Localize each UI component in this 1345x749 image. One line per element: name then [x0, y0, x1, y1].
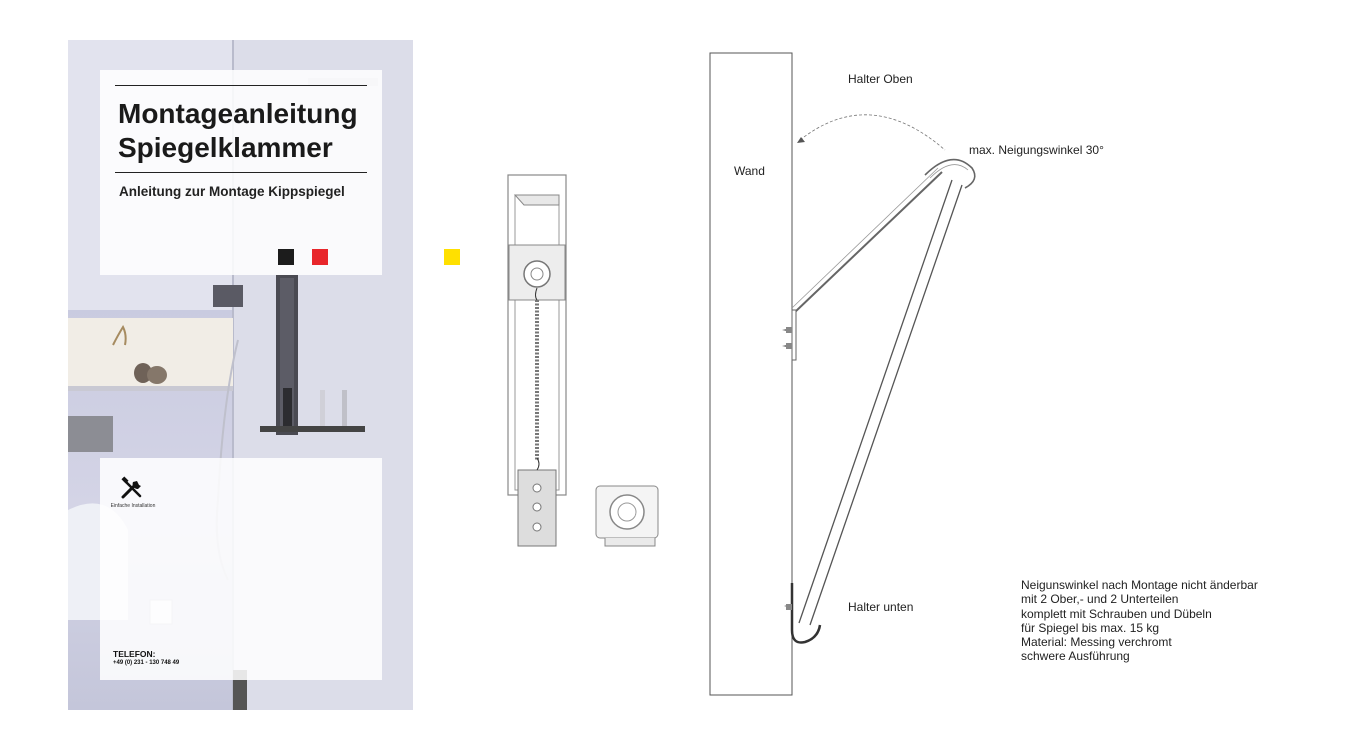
- spec-line: mit 2 Ober,- und 2 Unterteilen: [1021, 592, 1179, 607]
- wall-label: Wand: [734, 164, 765, 178]
- phone-label: TELEFON:: [113, 649, 156, 659]
- top-holder-label: Halter Oben: [848, 72, 913, 86]
- spec-list: Neigunswinkel nach Montage nicht änderba…: [1021, 578, 1258, 664]
- feature-label: Einfache Installation: [110, 503, 156, 509]
- spec-line: Neigunswinkel nach Montage nicht änderba…: [1021, 578, 1258, 592]
- yellow-color-swatch: [444, 249, 460, 265]
- red-color-swatch: [312, 249, 328, 265]
- title-bottom-rule: [115, 172, 367, 173]
- phone-number: +49 (0) 231 - 130 748 49: [113, 660, 180, 666]
- title-line-2: Spiegelklammer: [118, 132, 333, 163]
- cover-panel: Montageanleitung Spiegelklammer Anleitun…: [68, 40, 413, 710]
- side-view-diagram: [709, 52, 976, 696]
- bottom-holder-label: Halter unten: [848, 600, 914, 614]
- black-color-swatch: [278, 249, 294, 265]
- title-line-1: Montageanleitung: [118, 98, 358, 129]
- spec-line: für Spiegel bis max. 15 kg: [1021, 620, 1160, 635]
- tools-icon: [121, 476, 142, 499]
- clamp-parts-drawing: [507, 174, 659, 547]
- subtitle: Anleitung zur Montage Kippspiegel: [119, 184, 345, 199]
- title-card: Montageanleitung Spiegelklammer Anleitun…: [100, 70, 382, 275]
- spec-line: schwere Ausführung: [1021, 649, 1130, 664]
- spec-line: komplett mit Schrauben und Dübeln: [1021, 606, 1212, 621]
- angle-label: max. Neigungswinkel 30°: [969, 143, 1104, 157]
- info-card: Einfache Installation TELEFON: +49 (0) 2…: [100, 458, 382, 680]
- spec-line: Material: Messing verchromt: [1021, 635, 1172, 650]
- title-top-rule: [115, 85, 367, 86]
